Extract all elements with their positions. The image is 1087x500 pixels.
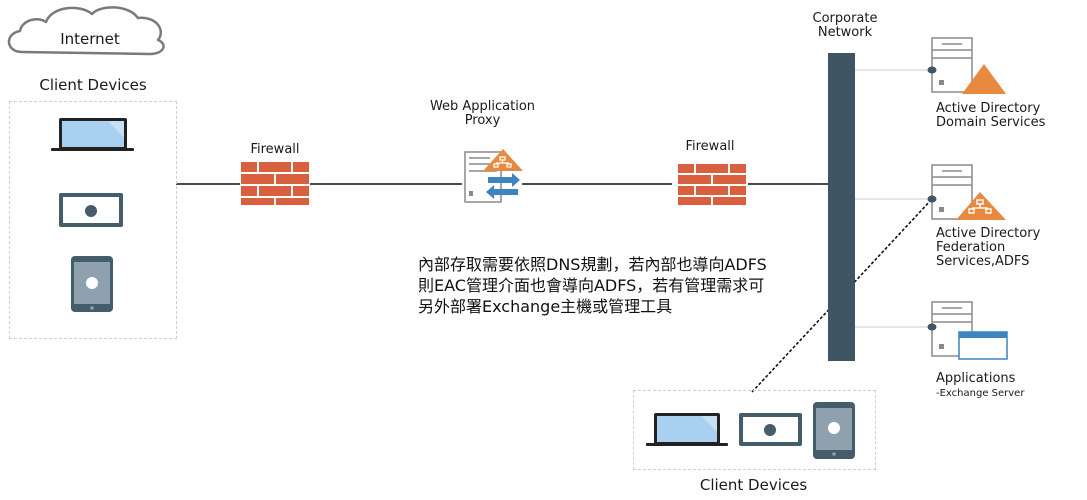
note-line-2: 則EAC管理介面也會導向ADFS，若有管理需求可 — [418, 276, 765, 295]
left-clients-box — [9, 101, 177, 339]
adfs-server-icon[interactable] — [927, 164, 1007, 220]
directory-triangle-icon — [962, 64, 1006, 94]
corporate-network-line2: Network — [817, 25, 873, 40]
adds-label-line1: Active Directory — [936, 101, 1041, 116]
firewall-left-label: Firewall — [250, 142, 300, 157]
laptop-icon[interactable] — [646, 413, 728, 446]
bottom-clients-box — [633, 390, 876, 470]
tablet-portrait-icon[interactable] — [71, 256, 113, 312]
proxy-title-line1: Web Application — [429, 99, 536, 114]
application-window-icon — [958, 331, 1008, 360]
internet-label: Internet — [60, 30, 120, 48]
dns-planning-note: 內部存取需要依照DNS規劃，若內部也導向ADFS 則EAC管理介面也會導向ADF… — [418, 254, 767, 317]
note-line-1: 內部存取需要依照DNS規劃，若內部也導向ADFS — [418, 255, 767, 274]
adds-server-icon[interactable] — [927, 37, 1007, 94]
apple-logo-icon — [764, 424, 776, 436]
adfs-label-line2: Federation — [936, 240, 1006, 255]
tablet-landscape-icon[interactable] — [739, 413, 802, 446]
apple-logo-icon — [85, 205, 97, 217]
proxy-title-line2: Proxy — [464, 113, 501, 128]
bottom-clients-title: Client Devices — [699, 476, 808, 494]
applications-server-icon[interactable] — [927, 301, 1008, 360]
corporate-network-bar — [828, 53, 855, 361]
note-line-3: 另外部署Exchange主機或管理工具 — [418, 297, 673, 316]
exchange-server-label: -Exchange Server — [936, 388, 1025, 399]
adfs-label-line3: Services,ADFS — [936, 254, 1030, 269]
apple-logo-icon — [828, 422, 840, 434]
tablet-portrait-icon[interactable] — [813, 402, 855, 459]
applications-label: Applications — [936, 371, 1016, 386]
left-clients-title: Client Devices — [39, 76, 147, 94]
bidirectional-arrow-icon — [486, 173, 520, 199]
adds-label-line2: Domain Services — [936, 115, 1046, 130]
adfs-label-line1: Active Directory — [936, 226, 1041, 241]
laptop-icon[interactable] — [51, 118, 134, 151]
corporate-network-line1: Corporate — [812, 11, 878, 26]
apple-logo-icon — [86, 277, 98, 289]
tablet-landscape-icon[interactable] — [59, 193, 123, 227]
firewall-right-label: Firewall — [685, 139, 735, 154]
